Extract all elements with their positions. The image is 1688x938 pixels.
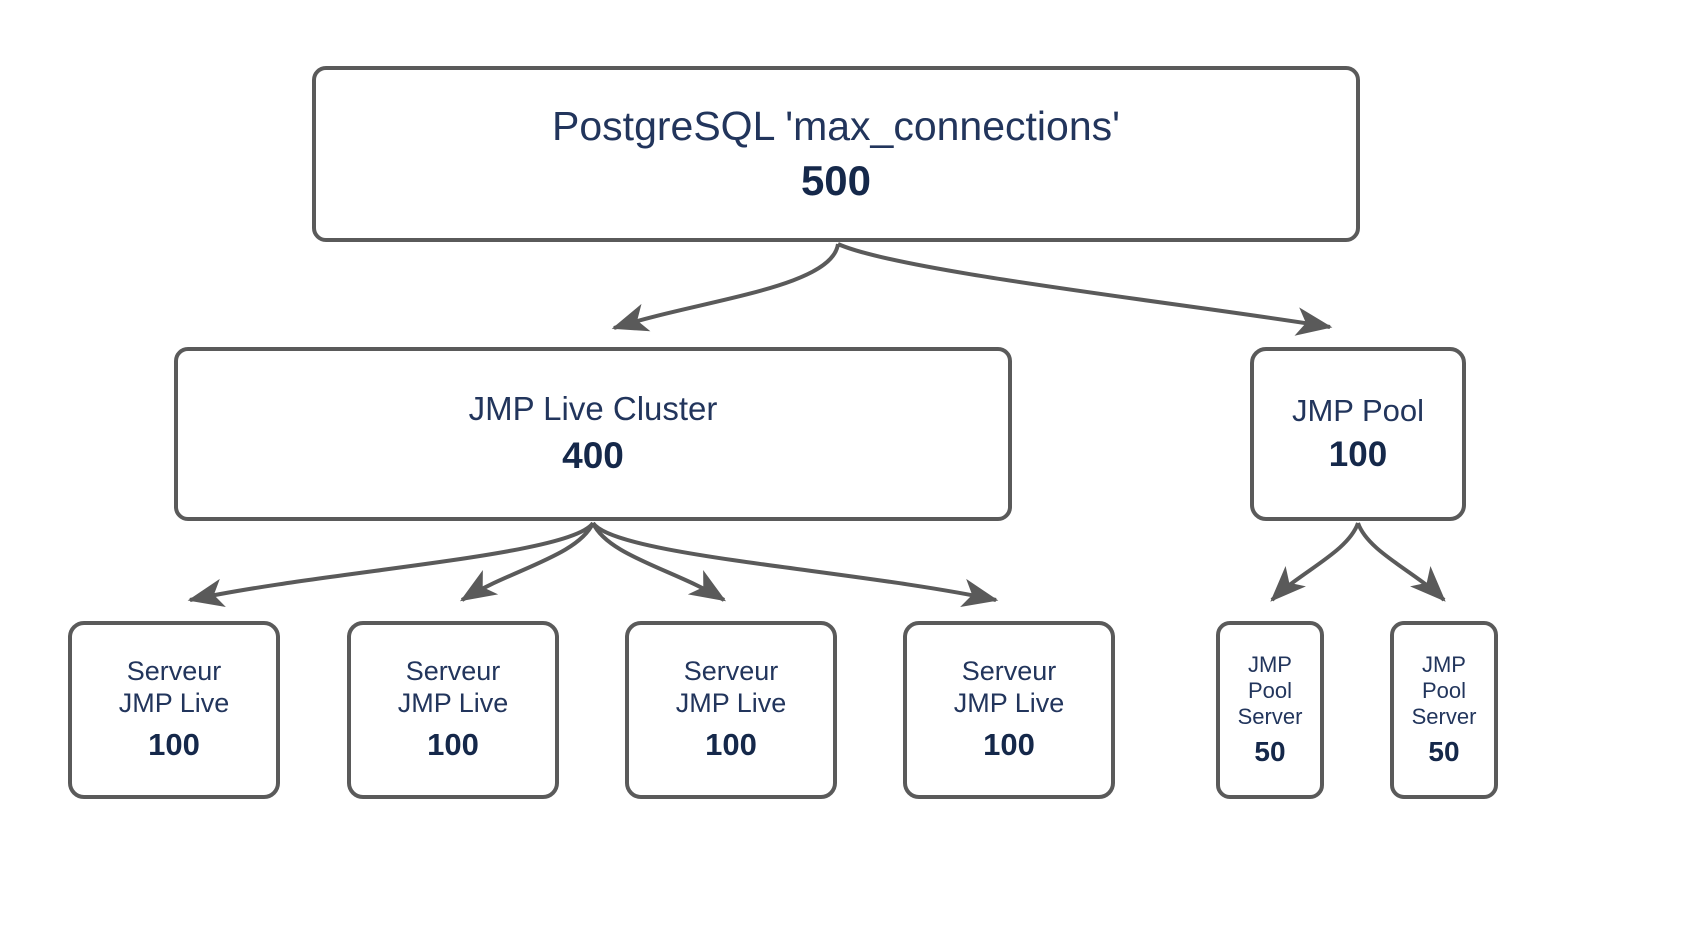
node-title: JMP Pool Server	[1411, 652, 1477, 729]
node-serveur-jmp-live-3[interactable]: Serveur JMP Live 100	[625, 621, 837, 799]
node-serveur-jmp-live-4[interactable]: Serveur JMP Live 100	[903, 621, 1115, 799]
node-title: PostgreSQL 'max_connections'	[552, 103, 1120, 150]
node-value: 100	[148, 727, 200, 763]
edge-pool-to-pool-server-1	[1270, 522, 1360, 602]
edge-cluster-to-server-1	[187, 521, 595, 608]
edge-root-to-jmp-pool	[837, 242, 1333, 336]
node-postgresql-max-connections[interactable]: PostgreSQL 'max_connections' 500	[312, 66, 1360, 242]
node-value: 400	[562, 435, 624, 477]
edge-cluster-to-server-2	[459, 522, 595, 602]
node-jmp-pool-server-1[interactable]: JMP Pool Server 50	[1216, 621, 1324, 799]
node-value: 100	[983, 727, 1035, 763]
node-title: Serveur JMP Live	[675, 656, 787, 719]
node-value: 50	[1428, 735, 1460, 767]
node-jmp-live-cluster[interactable]: JMP Live Cluster 400	[174, 347, 1012, 521]
node-title: JMP Live Cluster	[468, 390, 718, 428]
node-value: 500	[800, 157, 872, 205]
node-title: JMP Pool	[1291, 392, 1425, 428]
node-value: 100	[1328, 435, 1388, 475]
edge-pool-to-pool-server-2	[1356, 522, 1446, 602]
node-jmp-pool-server-2[interactable]: JMP Pool Server 50	[1390, 621, 1498, 799]
edge-cluster-to-server-4	[591, 521, 999, 608]
node-value: 50	[1254, 735, 1286, 767]
node-value: 100	[705, 727, 757, 763]
node-value: 100	[427, 727, 479, 763]
node-serveur-jmp-live-1[interactable]: Serveur JMP Live 100	[68, 621, 280, 799]
node-title: Serveur JMP Live	[118, 656, 230, 719]
node-title: Serveur JMP Live	[953, 656, 1065, 719]
edge-cluster-to-server-3	[591, 522, 727, 602]
node-title: JMP Pool Server	[1237, 652, 1303, 729]
node-title: Serveur JMP Live	[397, 656, 509, 719]
node-jmp-pool[interactable]: JMP Pool 100	[1250, 347, 1466, 521]
node-serveur-jmp-live-2[interactable]: Serveur JMP Live 100	[347, 621, 559, 799]
edge-root-to-live-cluster	[611, 243, 840, 332]
